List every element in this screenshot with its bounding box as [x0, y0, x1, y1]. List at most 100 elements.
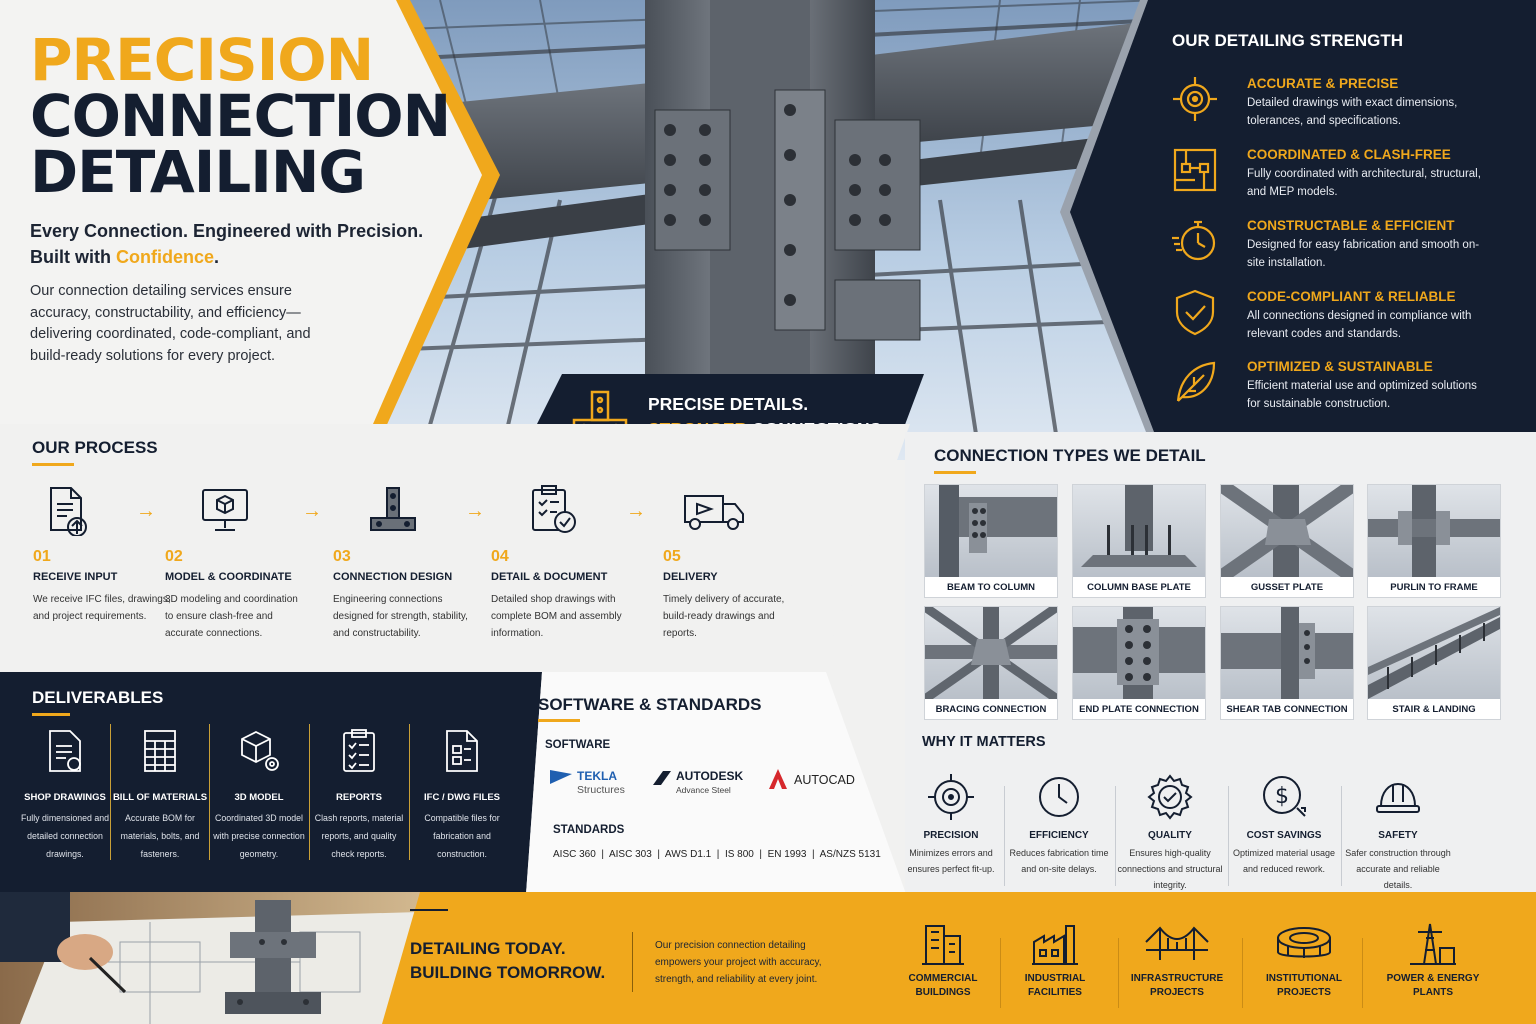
deliverable-title: BILL OF MATERIALS [112, 792, 208, 803]
target-icon [1173, 77, 1217, 121]
column-base-plate-image [1081, 485, 1197, 567]
strength-item-title: CONSTRUCTABLE & EFFICIENT [1247, 218, 1455, 233]
industry-line2: PLANTS [1413, 987, 1453, 998]
process-step-desc: Engineering connections designed for str… [333, 594, 468, 639]
why-item: QUALITY Ensures high-quality connections… [1114, 772, 1226, 893]
deliverable-divider [409, 724, 410, 860]
deliverable-desc: Clash reports, material reports, and qua… [314, 813, 404, 859]
process-bg [0, 424, 910, 674]
process-step-desc: Detailed shop drawings with complete BOM… [491, 594, 622, 639]
strength-item-desc: All connections designed in compliance w… [1247, 310, 1472, 340]
network-icon [1173, 148, 1217, 192]
why-item: $ COST SAVINGS Optimized material usage … [1228, 772, 1340, 877]
connection-type-card: PURLIN TO FRAME [1367, 484, 1501, 598]
deliverable-item: 3D MODEL Coordinated 3D model with preci… [209, 720, 309, 863]
software-underline [538, 719, 580, 722]
stadium-icon [1277, 927, 1331, 958]
dollar-icon: $ [1263, 776, 1306, 817]
purlin-to-frame-image [1368, 485, 1500, 577]
file-icon [446, 730, 478, 772]
connection-type-card: COLUMN BASE PLATE [1072, 484, 1206, 598]
strength-item-desc: Detailed drawings with exact dimensions,… [1247, 97, 1458, 127]
industry-divider [1000, 938, 1001, 1008]
strength-item-title: COORDINATED & CLASH-FREE [1247, 147, 1451, 162]
tagline-highlight: Confidence [115, 247, 214, 267]
why-item-title: SAFETY [1378, 830, 1418, 841]
industry-line1: INDUSTRIAL [1024, 973, 1086, 984]
monitor-cube-icon [202, 489, 248, 531]
strength-item-desc: Fully coordinated with architectural, st… [1247, 168, 1481, 198]
clock-icon [1039, 777, 1079, 817]
industry-line2: FACILITIES [1028, 987, 1082, 998]
why-item-title: PRECISION [923, 830, 979, 841]
deliverable-desc: Fully dimensioned and detailed connectio… [20, 813, 110, 859]
autodesk-name: AUTODESK [676, 769, 744, 783]
deliverable-desc: Accurate BOM for materials, bolts, and f… [120, 813, 200, 859]
connection-type-card: GUSSET PLATE [1220, 484, 1354, 598]
industry-line2: BUILDINGS [915, 987, 971, 998]
svg-text:$: $ [1275, 784, 1289, 809]
bom-sheet-icon [144, 730, 176, 772]
deliverable-desc: Compatible files for fabrication and con… [424, 813, 500, 859]
deliverable-divider [110, 724, 111, 860]
document-upload-icon [50, 487, 87, 536]
why-title: WHY IT MATTERS [922, 734, 1046, 750]
why-item-desc: Safer construction through accurate and … [1345, 848, 1451, 890]
connection-type-label: BRACING CONNECTION [935, 704, 1047, 715]
connection-types-underline [934, 471, 976, 474]
why-item-desc: Minimizes errors and ensures perfect fit… [907, 848, 995, 874]
beam-to-column-image [939, 485, 1057, 577]
connection-type-label: SHEAR TAB CONNECTION [1226, 704, 1348, 715]
footer-text: Our precision connection detailing empow… [655, 940, 822, 985]
crosshair-icon [928, 774, 974, 820]
process-step-num: 04 [491, 548, 509, 565]
strength-item-desc: Designed for easy fabrication and smooth… [1247, 239, 1480, 269]
deliverables-title: DELIVERABLES [32, 688, 164, 707]
shop-drawing-icon [49, 730, 81, 772]
footer-headline: DETAILING TODAY. BUILDING TOMORROW. [410, 937, 605, 985]
deliverable-divider [209, 724, 210, 860]
why-item-desc: Reduces fabrication time and on-site del… [1009, 848, 1109, 874]
banner-line1: PRECISE DETAILS. [648, 394, 809, 414]
footer-photo [0, 892, 420, 1024]
leaf-icon [1176, 361, 1216, 402]
process-step-desc: We receive IFC files, drawings, and proj… [33, 594, 171, 622]
industry-line2: PROJECTS [1150, 987, 1204, 998]
industry-line1: POWER & ENERGY [1386, 973, 1480, 984]
connection-type-card: END PLATE CONNECTION [1072, 606, 1206, 720]
end-plate-connection-image [1073, 607, 1205, 699]
industry-line1: INSTITUTIONAL [1265, 973, 1343, 984]
process-title-underline [32, 463, 74, 466]
bracing-connection-image [925, 607, 1057, 699]
autocad-name: AUTOCAD [794, 773, 855, 787]
power-plant-icon [1410, 923, 1456, 965]
tekla-name: TEKLA [577, 769, 617, 783]
process-arrow-icon: → [465, 500, 485, 522]
tagline-line2: Built with [30, 247, 116, 267]
footer-headline-line2: BUILDING TOMORROW. [410, 963, 606, 982]
footer-headline-line1: DETAILING TODAY. [410, 939, 566, 958]
why-item: SAFETY Safer construction through accura… [1342, 772, 1454, 893]
process-arrow-icon: → [302, 500, 322, 522]
industry-divider [1362, 938, 1363, 1008]
hero-intro: Our connection detailing services ensure… [30, 283, 311, 364]
why-item-title: COST SAVINGS [1246, 830, 1322, 841]
autodesk-sub: Advance Steel [676, 785, 731, 795]
process-step-title: MODEL & COORDINATE [165, 571, 292, 583]
process-step-desc: Timely delivery of accurate, build-ready… [663, 594, 785, 639]
industry-item: COMMERCIAL BUILDINGS [888, 920, 998, 1000]
connection-plate-icon [370, 487, 416, 531]
deliverable-title: REPORTS [336, 792, 382, 803]
industry-line1: COMMERCIAL [908, 973, 978, 984]
footer-accent-line [410, 909, 448, 911]
strength-title: OUR DETAILING STRENGTH [1172, 31, 1404, 50]
gear-check-icon [1147, 774, 1193, 820]
industry-divider [1242, 938, 1243, 1008]
process-title: OUR PROCESS [32, 438, 158, 457]
cube-gear-icon [241, 730, 279, 771]
tekla-icon [550, 770, 572, 784]
industry-item: POWER & ENERGY PLANTS [1378, 920, 1488, 1000]
connection-type-label: PURLIN TO FRAME [1390, 582, 1478, 593]
connection-type-label: COLUMN BASE PLATE [1087, 582, 1191, 593]
